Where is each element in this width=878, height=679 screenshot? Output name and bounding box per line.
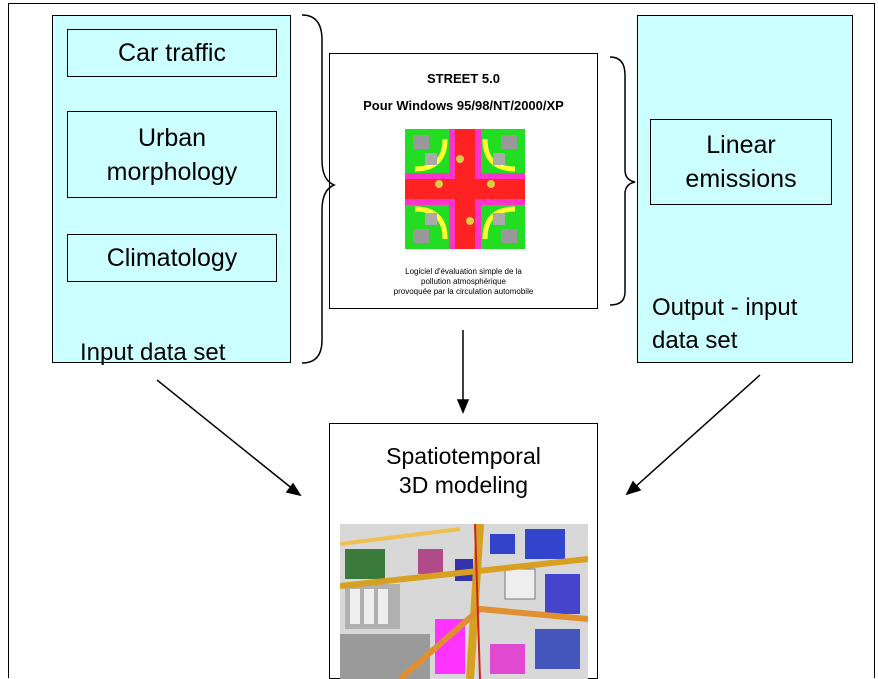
input-item-urban-morphology: Urban morphology	[67, 111, 277, 198]
software-subtitle: Pour Windows 95/98/NT/2000/XP	[363, 98, 564, 113]
input-item-car-traffic: Car traffic	[67, 29, 277, 77]
right-brace	[609, 56, 636, 306]
street-software-document: STREET 5.0 Pour Windows 95/98/NT/2000/XP…	[329, 53, 598, 309]
input-data-caption: Input data set	[80, 339, 226, 366]
arrow-right-to-result	[633, 374, 761, 489]
left-brace	[301, 14, 336, 364]
input-item-climatology: Climatology	[67, 234, 277, 282]
software-title: STREET 5.0	[427, 71, 500, 86]
spatiotemporal-modeling-box: Spatiotemporal 3D modeling	[329, 423, 598, 679]
output-data-caption: Output - input data set	[652, 294, 798, 354]
input-data-panel: Car traffic Urban morphology Climatology…	[52, 15, 291, 366]
output-item-linear-emissions: Linear emissions	[650, 119, 832, 205]
output-data-panel: Linear emissions Output - input data set	[637, 15, 853, 363]
page-frame	[8, 3, 875, 678]
result-title: Spatiotemporal 3D modeling	[386, 443, 541, 498]
software-description: Logiciel d'évaluation simple de la pollu…	[393, 267, 534, 296]
arrow-left-to-result	[156, 379, 295, 491]
3d-city-map-image	[340, 524, 588, 679]
street-logo-image	[405, 129, 525, 249]
